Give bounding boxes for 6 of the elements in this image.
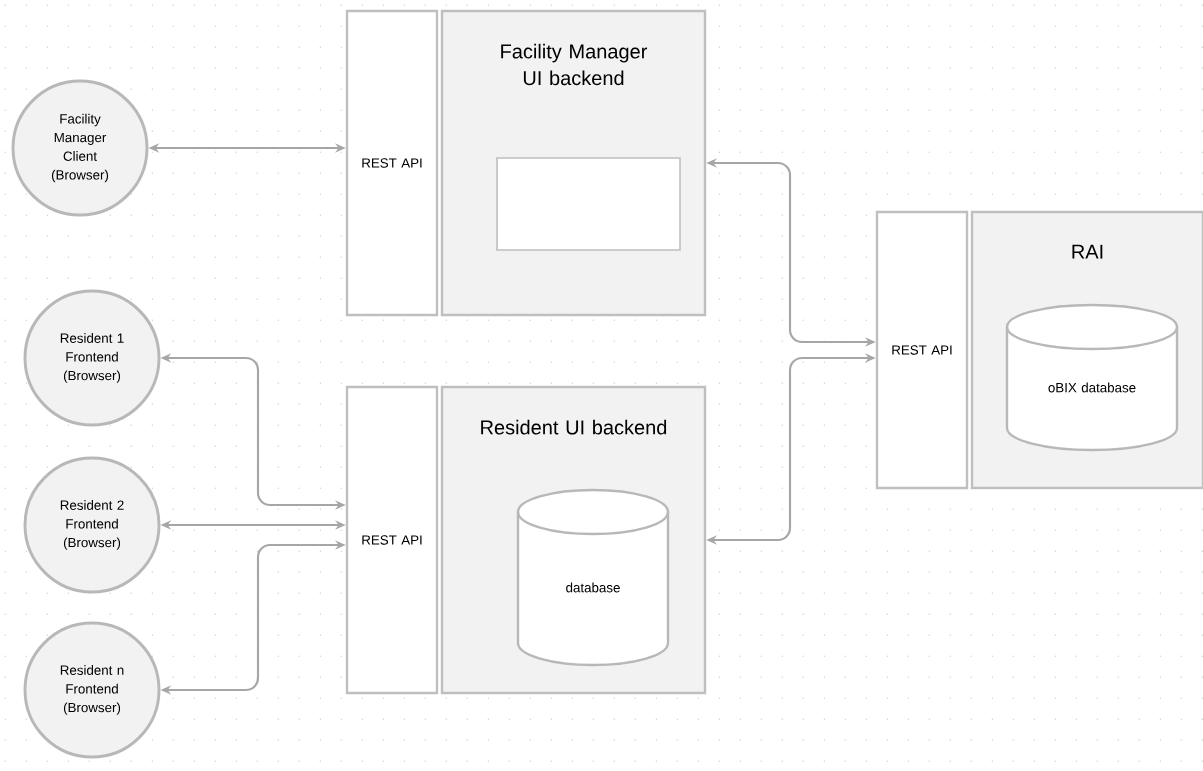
rest-api-box: REST API bbox=[345, 385, 439, 695]
database-cylinder: database bbox=[516, 488, 670, 667]
rest-api-box: REST API bbox=[875, 210, 969, 490]
rest-api-box: REST API bbox=[345, 9, 439, 317]
panel-box bbox=[496, 157, 681, 251]
database-cylinder: oBIX database bbox=[1005, 303, 1179, 452]
